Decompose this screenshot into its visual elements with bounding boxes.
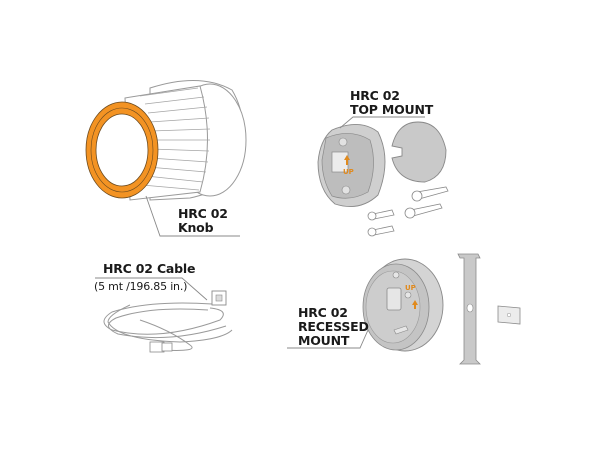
- cable-illustration: [95, 277, 233, 353]
- knob-illustration: [85, 80, 247, 237]
- knob-title: HRC 02: [178, 206, 228, 221]
- knob-subtitle: Knob: [178, 220, 214, 235]
- top-mount-up-marker: UP: [343, 168, 354, 176]
- recessed-mount-illustration: UP: [287, 253, 521, 365]
- top-mount-subtitle: TOP MOUNT: [350, 102, 434, 117]
- top-mount-title: HRC 02: [350, 88, 400, 103]
- recessed-mount-up-marker: UP: [405, 284, 416, 292]
- cable-length: (5 mt /196.85 in.): [94, 280, 188, 293]
- top-mount-illustration: UP: [317, 116, 449, 237]
- recessed-mount-title: HRC 02: [298, 305, 348, 320]
- recessed-mount-subtitle-2: MOUNT: [298, 333, 350, 348]
- recessed-mount-subtitle-1: RECESSED: [298, 319, 369, 334]
- cable-title: HRC 02 Cable: [103, 261, 196, 276]
